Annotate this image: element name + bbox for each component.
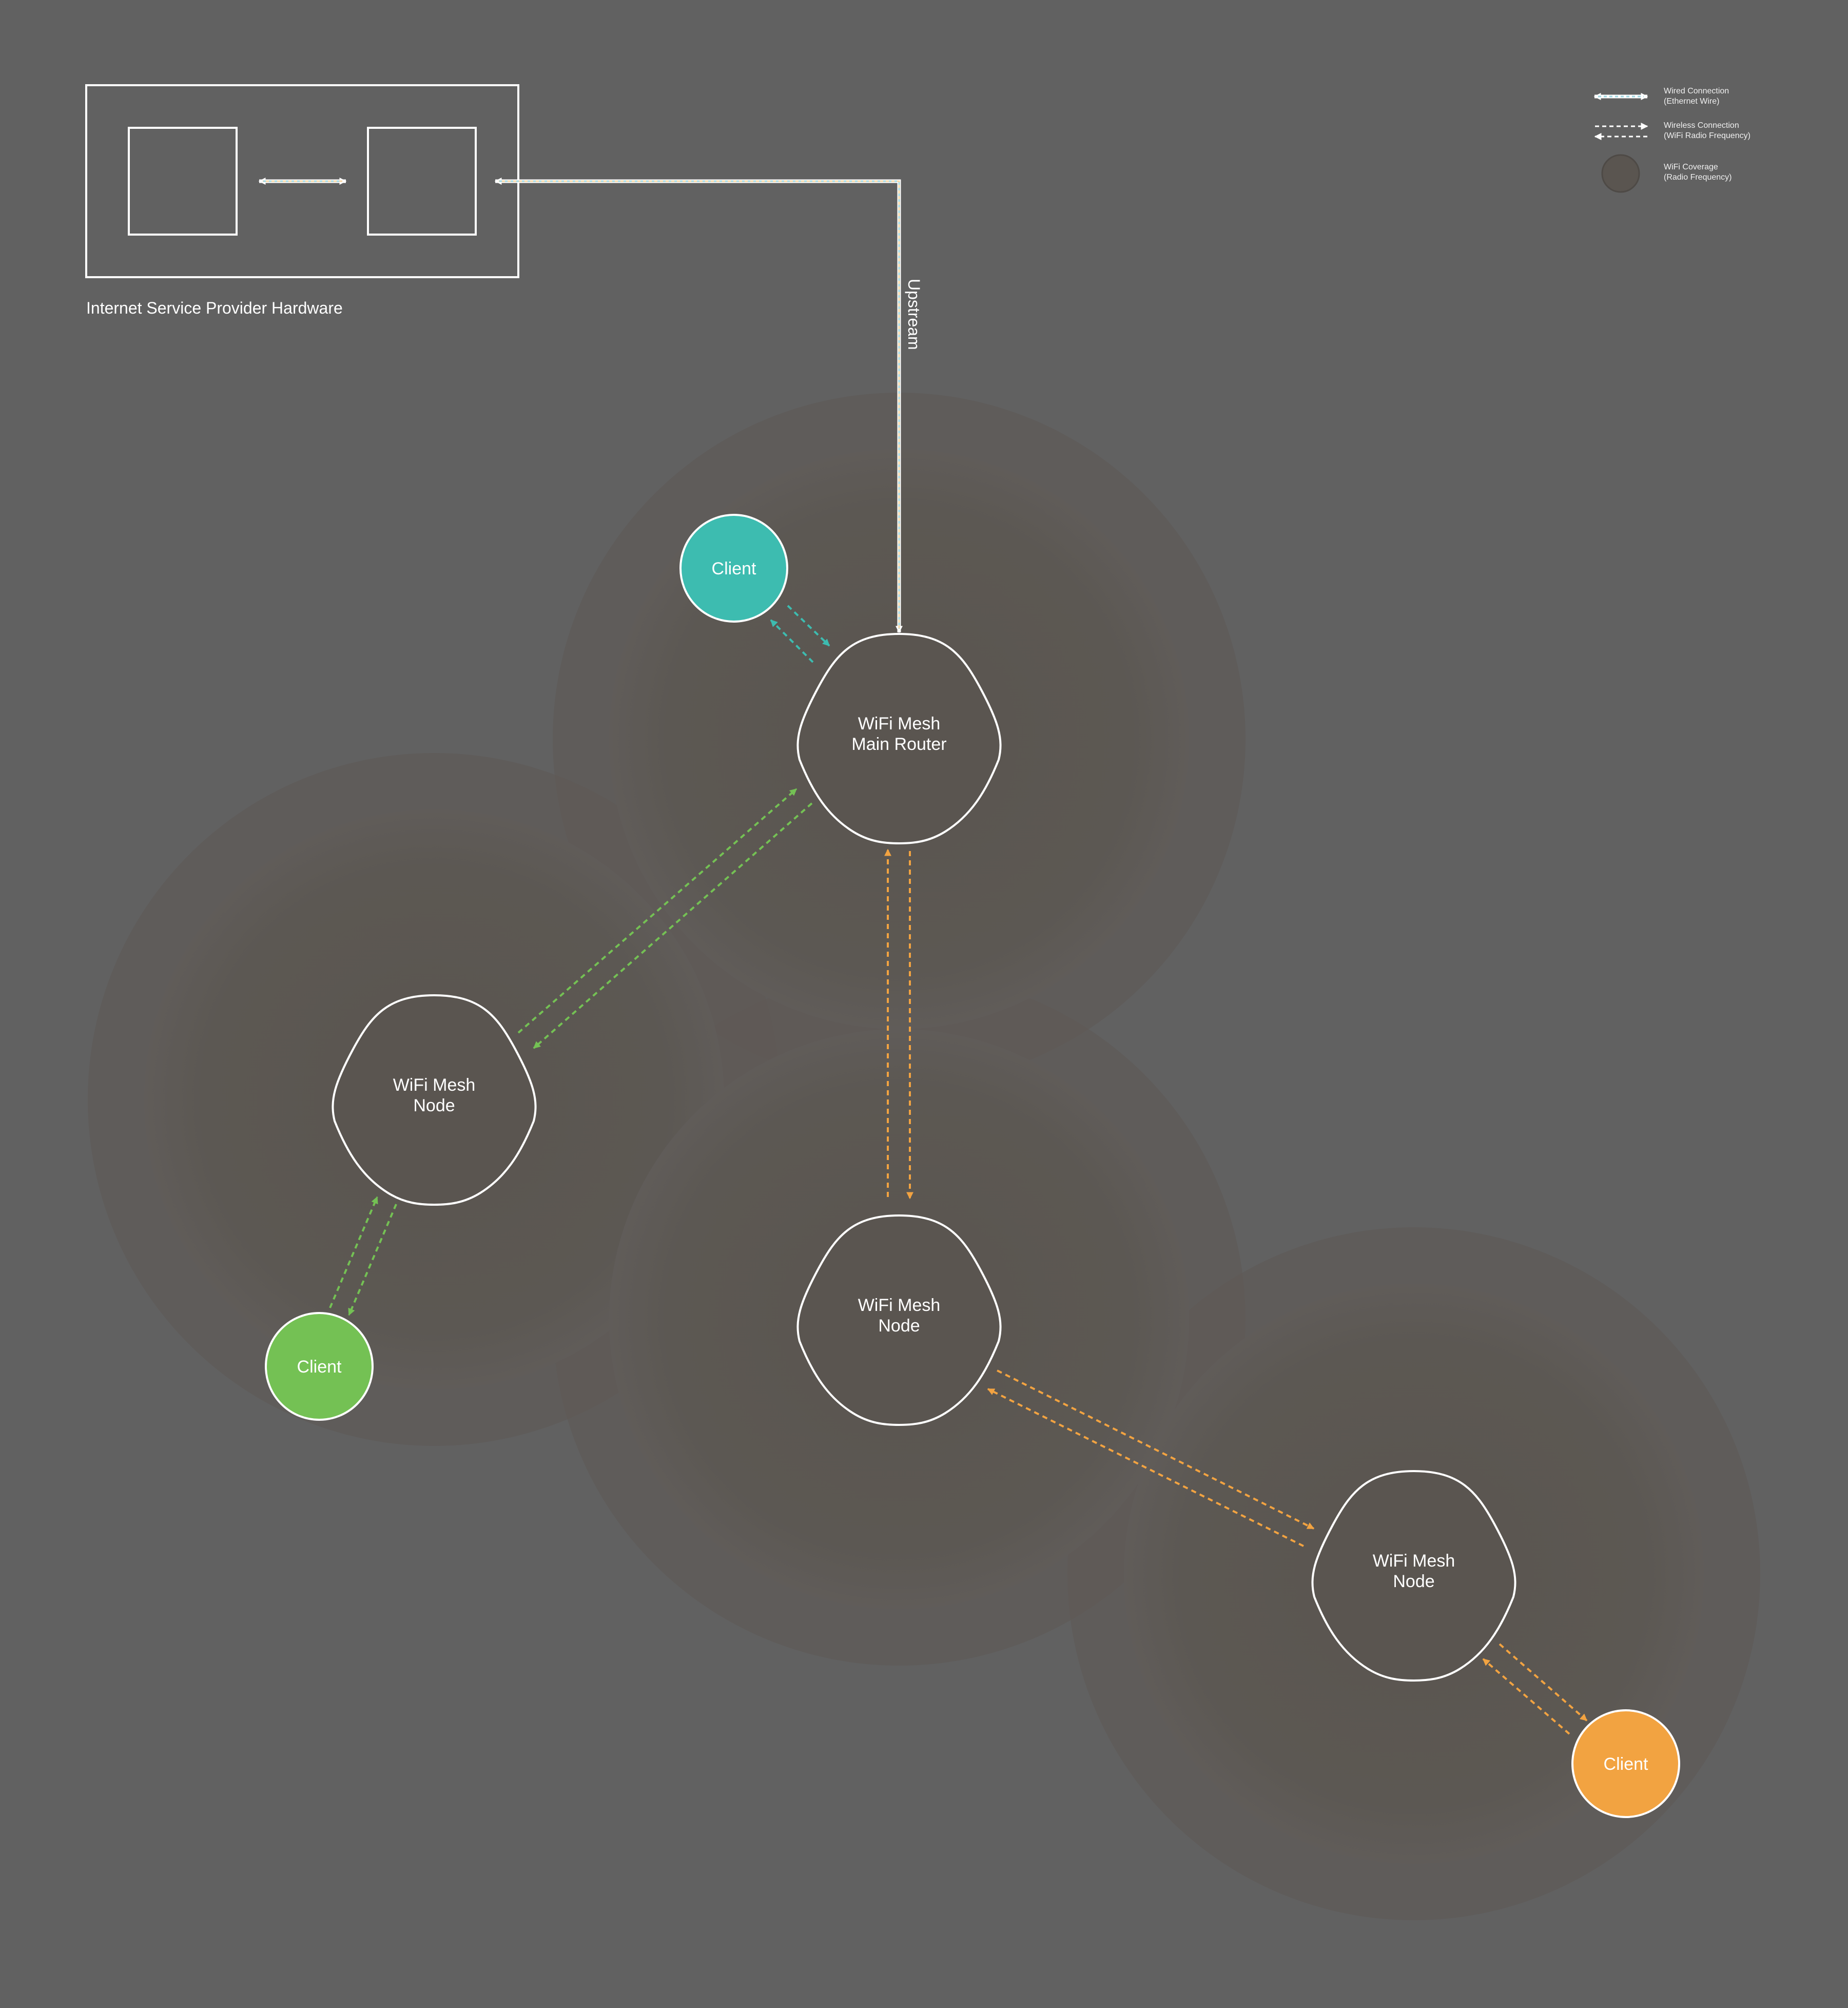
client-orange: Client [1571,1709,1680,1818]
mesh-node-right-shape [1311,1470,1516,1682]
mesh-node-left-shape [332,994,537,1206]
client-green: Client [265,1312,374,1421]
main-router-shape [796,632,1002,845]
mesh-node-left: WiFi Mesh Node [332,994,537,1206]
client-teal-label: Client [712,559,756,578]
legend-wireless-line1: Wireless Connection [1664,121,1739,130]
wireless-link-left-node-green-client [329,1196,397,1316]
client-orange-circle [1571,1709,1680,1818]
mesh-node-center: WiFi Mesh Node [796,1214,1002,1426]
wireless-link-center-right-node [987,1369,1315,1547]
upstream-label: Upstream [905,279,923,350]
legend-coverage-line2: (Radio Frequency) [1664,173,1732,182]
legend-coverage-line1: WiFi Coverage [1664,163,1718,171]
mesh-node-center-label-line1: WiFi Mesh [858,1296,941,1315]
wireless-link-teal-client-router [770,605,830,663]
client-orange-label: Client [1604,1754,1648,1774]
mesh-node-center-shape [796,1214,1002,1426]
legend-coverage-icon [1601,154,1640,193]
mesh-node-right: WiFi Mesh Node [1311,1470,1516,1682]
client-teal: Client [679,514,788,623]
wireless-link-router-center-node [884,848,913,1200]
legend-wired-line1: Wired Connection [1664,87,1729,95]
wireless-link-router-left-node [517,788,813,1049]
mesh-node-left-label-line1: WiFi Mesh [393,1075,476,1095]
mesh-node-left-label-line2: Node [413,1096,455,1115]
wireless-link-right-node-orange-client [1482,1643,1588,1735]
mesh-node-center-label-line2: Node [878,1316,920,1336]
coverage-areas [88,393,1760,1920]
main-router-label-line1: WiFi Mesh [858,714,941,733]
isp-gateway-box [367,127,477,236]
client-teal-circle [679,514,788,623]
legend-wireless-icon [1594,123,1648,140]
isp-modem-box [128,127,238,236]
client-green-label: Client [297,1357,342,1377]
legend: Wired Connection (Ethernet Wire) Wireles… [1593,87,1750,193]
isp-hardware-label: Internet Service Provider Hardware [86,299,343,317]
isp-hardware: Internet Service Provider Hardware [85,84,519,317]
mesh-node-right-label-line2: Node [1393,1572,1434,1591]
mesh-node-right-label-line1: WiFi Mesh [1373,1551,1455,1571]
client-green-circle [265,1312,374,1421]
main-router: WiFi Mesh Main Router [796,632,1002,845]
main-router-label-line2: Main Router [851,735,946,754]
upstream-wire: Upstream [494,178,923,633]
legend-wireless-line2: (WiFi Radio Frequency) [1664,131,1750,140]
legend-wired-line2: (Ethernet Wire) [1664,97,1719,106]
